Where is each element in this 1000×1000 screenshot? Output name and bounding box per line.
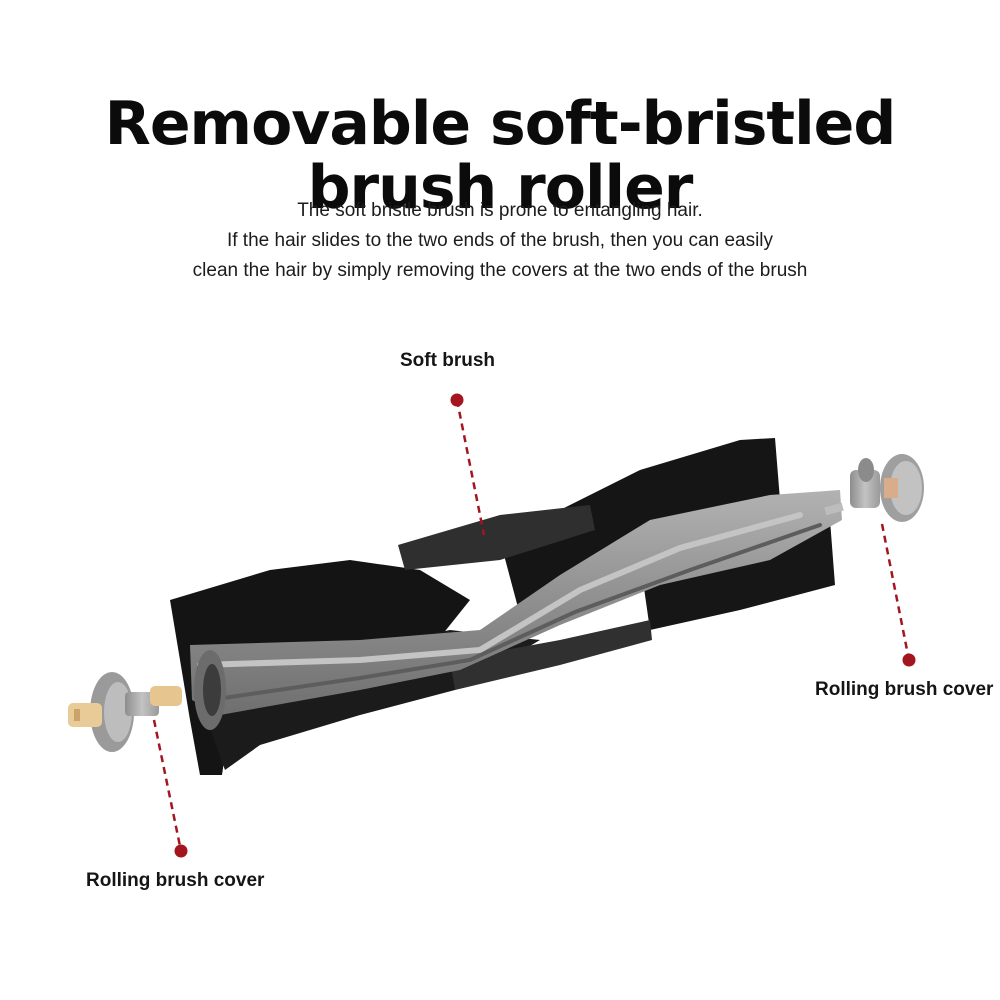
- headline-line-2: brush roller: [307, 153, 694, 224]
- right-cover-leader: [880, 523, 911, 661]
- roller-core-ridge: [197, 512, 803, 668]
- soft-brush-leader: [455, 399, 486, 536]
- description-line-2: If the hair slides to the two ends of th…: [226, 230, 774, 251]
- callout-left-cover: Rolling brush cover: [86, 870, 265, 891]
- left-cover-leader: [152, 719, 183, 852]
- description-line-1: The soft bristle brush is prone to entan…: [297, 200, 703, 221]
- description: The soft bristle brush is prone to entan…: [0, 196, 1000, 286]
- description-line-3: clean the hair by simply removing the co…: [192, 260, 808, 281]
- roller-core-shadow: [208, 523, 822, 702]
- end-cap-right: [850, 454, 924, 522]
- headline: Removable soft-bristled brush roller: [0, 92, 1000, 220]
- paddle-vane-top: [398, 505, 595, 570]
- callout-right-cover: Rolling brush cover: [815, 679, 994, 700]
- left-cover-marker: [174, 844, 188, 858]
- right-cover-marker: [902, 653, 916, 667]
- paddle-vane-bottom: [450, 620, 652, 690]
- end-cap-left: [68, 672, 182, 752]
- headline-line-1: Removable soft-bristled: [104, 89, 897, 160]
- core-axle-pin: [824, 502, 844, 516]
- soft-brush-marker: [450, 393, 464, 407]
- callout-soft-brush: Soft brush: [400, 350, 495, 371]
